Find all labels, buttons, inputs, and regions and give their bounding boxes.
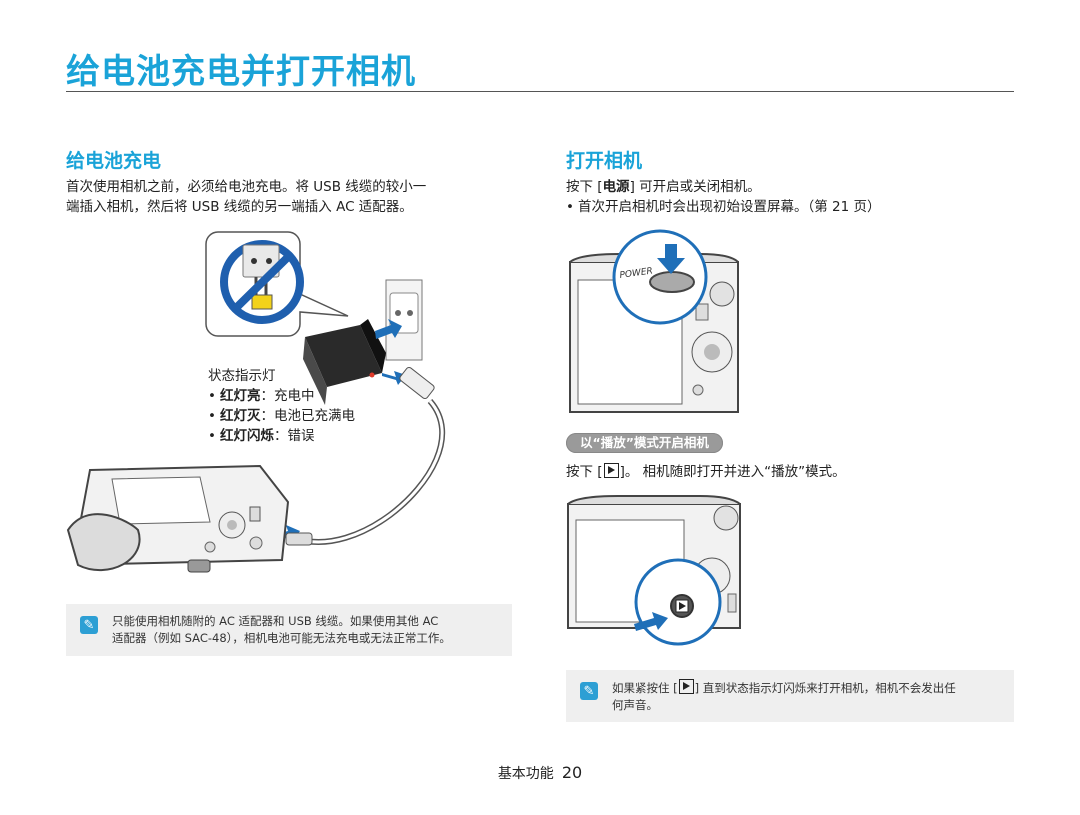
power-note-line2: 何声音。 (612, 698, 658, 712)
playback-pill: 以“播放”模式开启相机 (566, 433, 723, 453)
power-note: ✎ 如果紧按住 [] 直到状态指示灯闪烁来打开相机，相机不会发出任 何声音。 (566, 670, 1014, 722)
camera-playback-illustration (567, 495, 741, 646)
indicator-item: 红灯亮：充电中 (208, 386, 355, 406)
camera-power-illustration: POWER (569, 229, 739, 413)
play-key-icon (603, 463, 619, 478)
usb-cable (285, 366, 446, 546)
camera-back (66, 464, 290, 573)
footer-label: 基本功能 (497, 766, 554, 782)
power-bullet: 首次开启相机时会出现初始设置屏幕。（第 21 页） (566, 197, 1026, 217)
note-icon: ✎ (80, 616, 98, 634)
indicator-legend: 状态指示灯 红灯亮：充电中 红灯灭：电池已充满电 红灯闪烁：错误 (208, 366, 355, 446)
arrow-icon (382, 371, 406, 385)
indicator-title: 状态指示灯 (208, 368, 276, 384)
indicator-item: 红灯闪烁：错误 (208, 426, 355, 446)
arrow-icon (375, 319, 402, 339)
wall-outlet (385, 279, 423, 361)
power-line1: 按下 [电源] 可开启或关闭相机。 (566, 179, 761, 195)
indicator-item: 红灯灭：电池已充满电 (208, 406, 355, 426)
power-instructions: 按下 [电源] 可开启或关闭相机。 首次开启相机时会出现初始设置屏幕。（第 21… (566, 177, 1026, 217)
page-number: 20 (561, 763, 583, 782)
indicator-list: 红灯亮：充电中 红灯灭：电池已充满电 红灯闪烁：错误 (208, 386, 355, 446)
charge-note-line1: 只能使用相机随附的 AC 适配器和 USB 线缆。如果使用其他 AC (112, 614, 439, 628)
title-rule (66, 91, 1014, 92)
power-key-label: 电源 (602, 179, 630, 195)
power-note-line1: 如果紧按住 [] 直到状态指示灯闪烁来打开相机，相机不会发出任 (612, 679, 956, 695)
charge-note: ✎ 只能使用相机随附的 AC 适配器和 USB 线缆。如果使用其他 AC 适配器… (66, 604, 512, 656)
power-bullets: 首次开启相机时会出现初始设置屏幕。（第 21 页） (566, 197, 1026, 217)
charge-heading: 给电池充电 (66, 150, 162, 172)
arrow-icon (657, 244, 685, 274)
charge-note-line2: 适配器（例如 SAC-48），相机电池可能无法充电或无法正常工作。 (112, 631, 451, 645)
page-footer: 基本功能 20 (0, 763, 1080, 783)
arrow-icon (634, 612, 668, 631)
charging-illustration (66, 231, 446, 573)
power-label: POWER (619, 266, 653, 281)
play-key-icon (678, 679, 694, 694)
charge-intro-line2: 端插入相机，然后将 USB 线缆的另一端插入 AC 适配器。 (66, 199, 413, 215)
note-icon: ✎ (580, 682, 598, 700)
page-title: 给电池充电并打开相机 (66, 52, 416, 92)
charge-intro: 首次使用相机之前，必须给电池充电。将 USB 线缆的较小一 端插入相机，然后将 … (66, 177, 536, 217)
playback-instruction: 按下 []。 相机随即打开并进入“播放”模式。 (566, 463, 846, 480)
power-heading: 打开相机 (566, 150, 643, 172)
charge-intro-line1: 首次使用相机之前，必须给电池充电。将 USB 线缆的较小一 (66, 179, 427, 195)
prohibited-icon (220, 240, 304, 324)
